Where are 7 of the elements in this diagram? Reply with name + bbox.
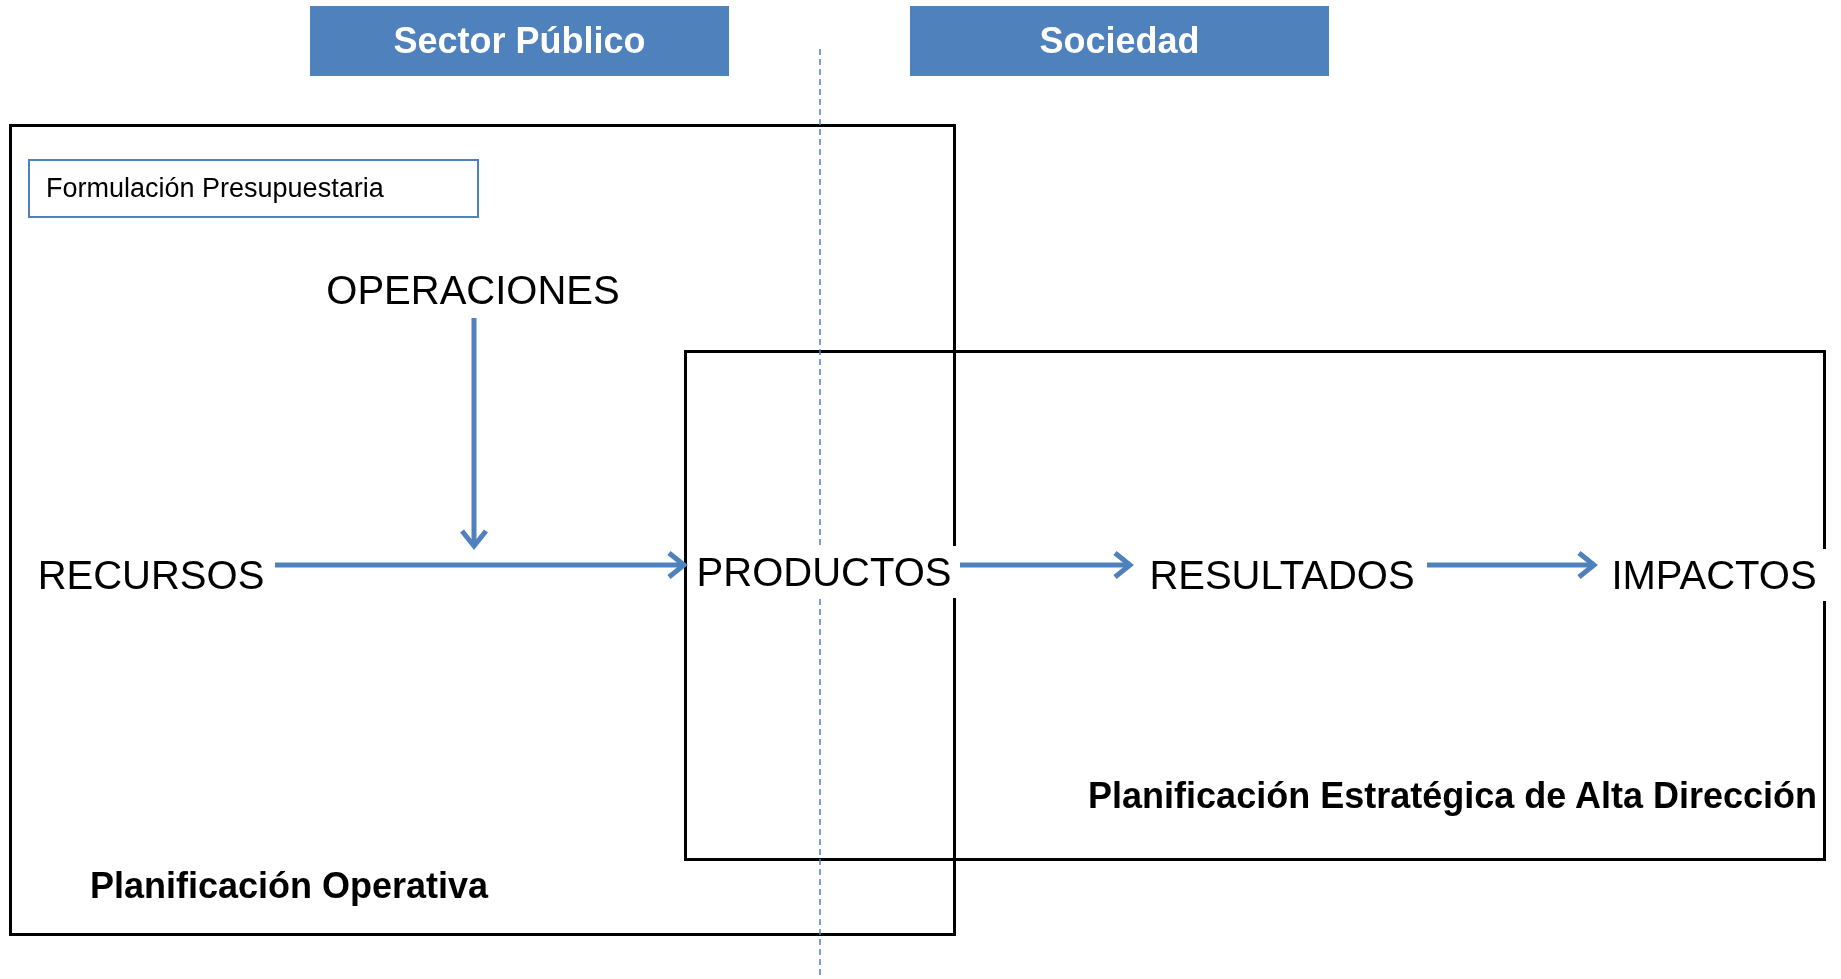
frame-title: Planificación Operativa — [90, 868, 489, 904]
header-banner: Sociedad — [910, 6, 1329, 76]
header-banner: Sector Público — [310, 6, 729, 76]
arrow — [960, 550, 1133, 580]
frame-title: Planificación Estratégica de Alta Dirección — [1088, 778, 1817, 814]
arrow — [459, 318, 489, 549]
label-box: Formulación Presupuestaria — [28, 159, 479, 218]
